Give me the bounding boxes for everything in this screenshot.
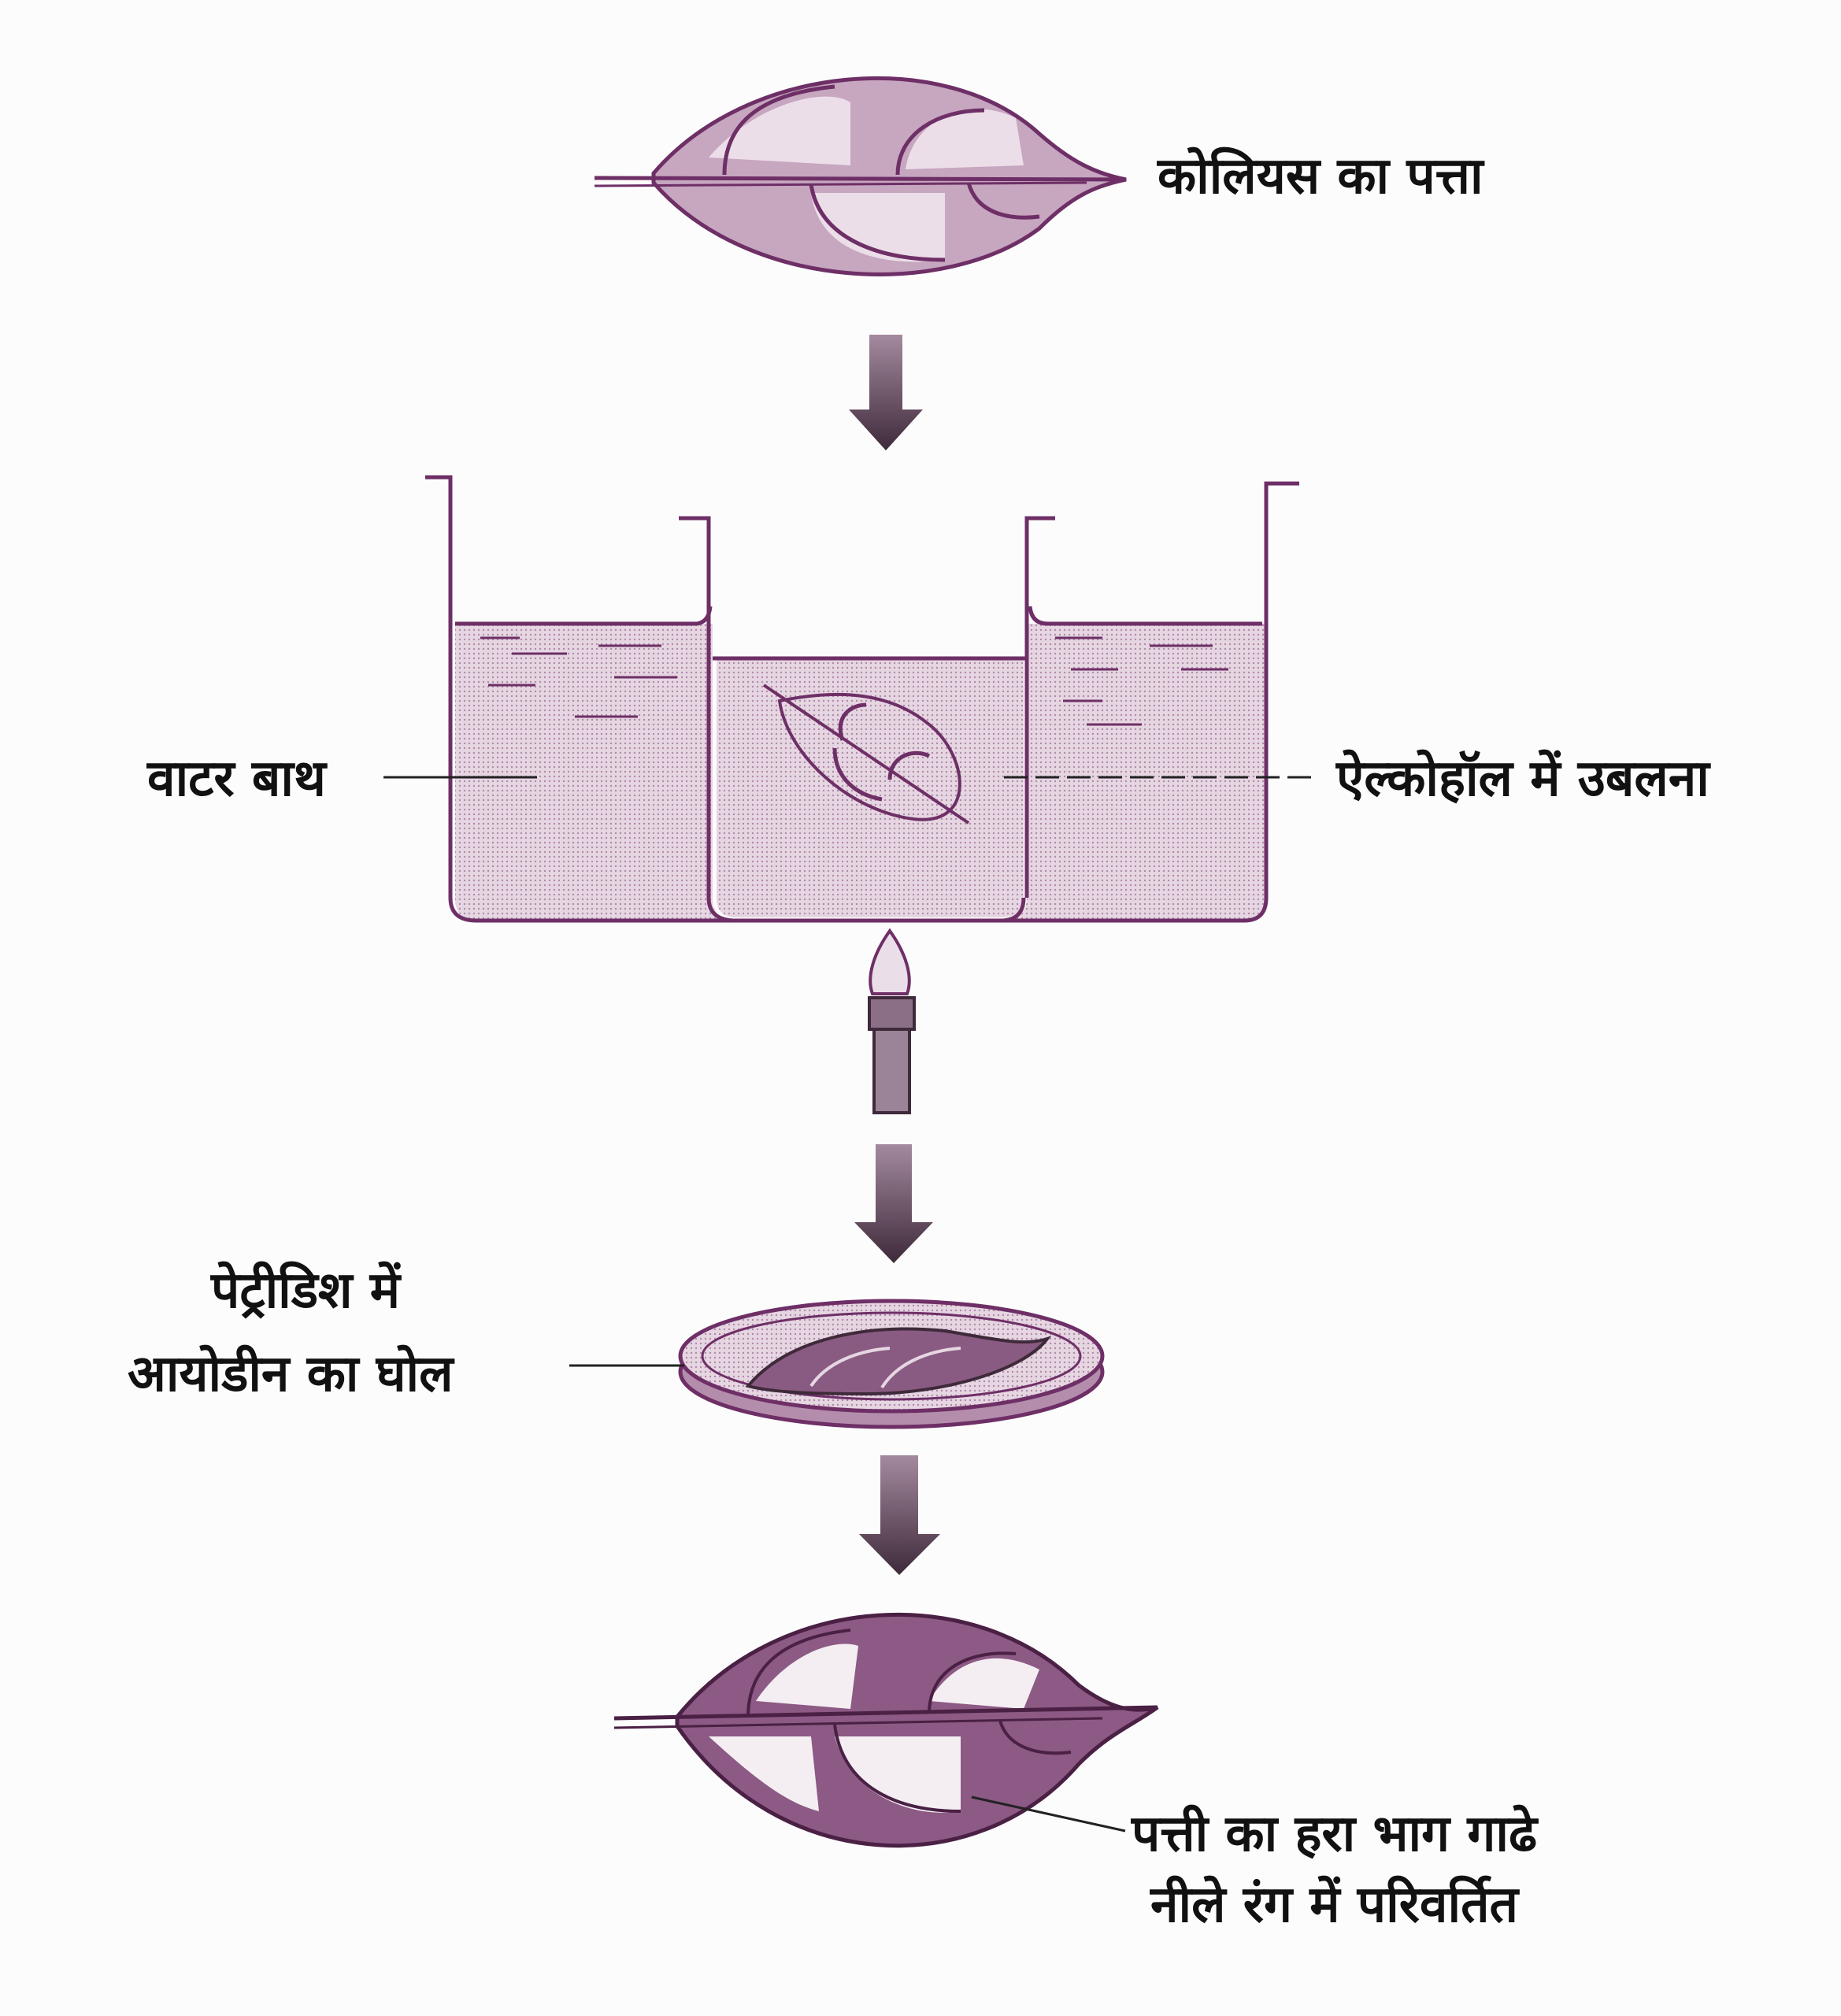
stained-leaf — [613, 1612, 1159, 1848]
coleus-leaf-label: कोलियस का पत्ता — [1157, 146, 1485, 206]
petri-dish — [678, 1299, 1105, 1429]
water-bath-label: वाटर बाथ — [146, 750, 328, 808]
arrow-down-icon — [854, 1144, 933, 1263]
water-bath — [425, 475, 1299, 923]
arrow-down-icon — [859, 1455, 940, 1575]
coleus-leaf — [594, 76, 1127, 276]
result-label-line2: नीले रंग में परिवर्तित — [1150, 1875, 1521, 1934]
arrow-down-icon — [849, 335, 923, 450]
petri-label-line2: आयोडीन का घोल — [128, 1344, 455, 1403]
result-label-line1: पत्ती का हरा भाग गाढे — [1131, 1804, 1539, 1863]
result-pointer — [971, 1796, 1126, 1833]
petri-label-line1: पेट्रीडिश में — [210, 1261, 402, 1320]
burner — [868, 928, 916, 1114]
leaf-in-alcohol — [762, 684, 970, 825]
boiling-alcohol-label: ऐल्कोहॉल में उबलना — [1335, 749, 1711, 808]
